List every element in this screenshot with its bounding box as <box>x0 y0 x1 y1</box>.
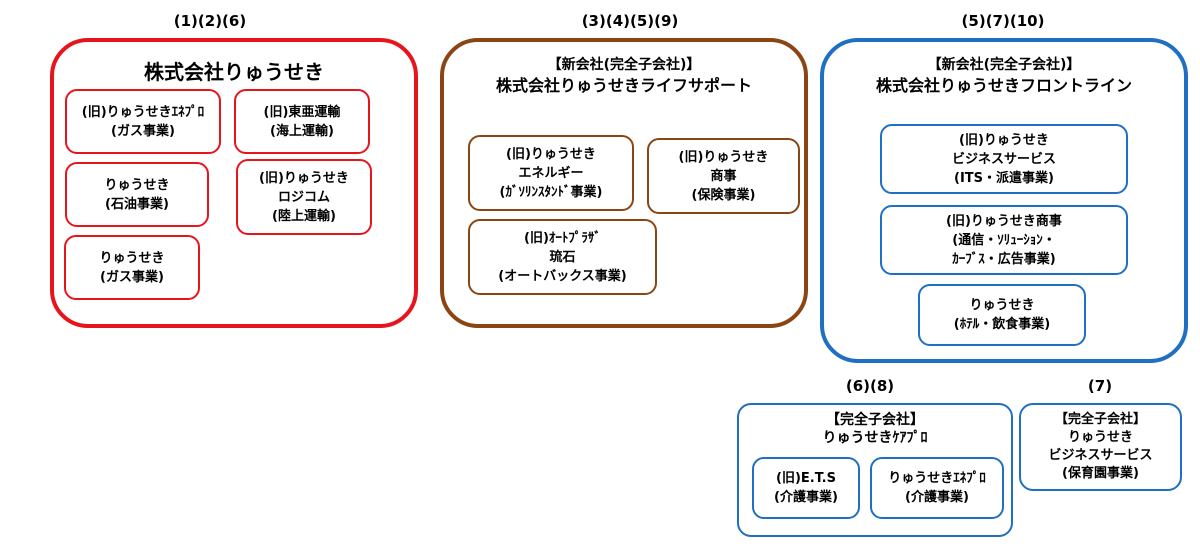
former-autoplaza-line1: (旧)ｵｰﾄﾌﾟﾗｻﾞ <box>524 230 601 246</box>
former-shoji-comm-line2: (通信・ｿﾘｭｰｼｮﾝ・ <box>952 232 1056 248</box>
frontline-box: 【新会社(完全子会社)】 株式会社りゅうせきフロントライン (旧)りゅうせき ビ… <box>820 38 1188 363</box>
group5-label: (7) <box>1087 377 1113 395</box>
ryuseki-gas-business: (ガス事業) <box>100 269 164 285</box>
business-service-line2: ビジネスサービス <box>1048 448 1153 463</box>
former-enepro-gas-business: (ガス事業) <box>111 123 175 139</box>
former-energy-box: (旧)りゅうせき エネルギー (ｶﾞｿﾘﾝｽﾀﾝﾄﾞ事業) <box>468 135 634 211</box>
enepro-care-box: りゅうせきｴﾈﾌﾟﾛ (介護事業) <box>870 457 1004 519</box>
business-service-nursery-box: 【完全子会社】 りゅうせき ビジネスサービス (保育園事業) <box>1019 403 1182 491</box>
former-shoji-insurance-box: (旧)りゅうせき 商事 (保険事業) <box>647 138 800 214</box>
former-shoji-business: (保険事業) <box>691 187 756 203</box>
former-energy-business: (ｶﾞｿﾘﾝｽﾀﾝﾄﾞ事業) <box>499 184 603 200</box>
former-business-service-line2: ビジネスサービス <box>951 151 1056 167</box>
former-shoji-comm-line1: (旧)りゅうせき商事 <box>946 213 1062 229</box>
carepro-subsidiary-tag: 【完全子会社】 <box>826 412 924 428</box>
former-autoplaza-business: (オートバックス事業) <box>498 268 627 284</box>
former-ets-name: (旧)E.T.S <box>776 471 836 486</box>
group1-label: (1)(2)(6) <box>173 12 247 30</box>
former-energy-line1: (旧)りゅうせき <box>506 146 596 162</box>
life-support-title: 株式会社りゅうせきライフサポート <box>495 76 752 95</box>
former-ets-business: (介護事業) <box>774 490 838 505</box>
former-autoplaza-box: (旧)ｵｰﾄﾌﾟﾗｻﾞ 琉石 (オートバックス事業) <box>468 219 657 295</box>
group4-label: (6)(8) <box>845 377 895 395</box>
enepro-care-name: りゅうせきｴﾈﾌﾟﾛ <box>888 471 986 486</box>
former-shoji-comm-box: (旧)りゅうせき商事 (通信・ｿﾘｭｰｼｮﾝ・ ｶｰﾌﾞｽ・広告事業) <box>880 205 1128 275</box>
former-shoji-line1: (旧)りゅうせき <box>678 149 769 165</box>
company-ryuseki-title: 株式会社りゅうせき <box>144 60 324 84</box>
former-toa-unyu-business: (海上運輸) <box>270 123 334 139</box>
ryuseki-oil-business: (石油事業) <box>105 196 169 212</box>
former-business-service-line1: (旧)りゅうせき <box>959 132 1049 148</box>
former-shoji-comm-line3: ｶｰﾌﾞｽ・広告事業) <box>952 251 1056 267</box>
ryuseki-gas-box: りゅうせき (ガス事業) <box>64 235 200 300</box>
former-toa-unyu-name: (旧)東亜運輸 <box>263 104 341 120</box>
ryuseki-hotel-box: りゅうせき (ﾎﾃﾙ・飲食事業) <box>918 284 1086 346</box>
ryuseki-gas-name: りゅうせき <box>99 250 165 266</box>
former-enepro-gas-box: (旧)りゅうせきｴﾈﾌﾟﾛ (ガス事業) <box>65 89 221 154</box>
group2-label: (3)(4)(5)(9) <box>581 12 679 30</box>
former-business-service-box: (旧)りゅうせき ビジネスサービス (ITS・派遣事業) <box>880 124 1128 194</box>
former-ets-box: (旧)E.T.S (介護事業) <box>752 457 860 519</box>
former-logicom-line1: (旧)りゅうせき <box>259 170 349 186</box>
enepro-care-business: (介護事業) <box>905 490 969 505</box>
life-support-box: 【新会社(完全子会社)】 株式会社りゅうせきライフサポート (旧)りゅうせき エ… <box>440 38 808 328</box>
ryuseki-hotel-business: (ﾎﾃﾙ・飲食事業) <box>953 317 1051 332</box>
ryuseki-oil-box: りゅうせき (石油事業) <box>65 162 209 227</box>
former-logicom-box: (旧)りゅうせき ロジコム (陸上運輸) <box>236 159 372 235</box>
frontline-title: 株式会社りゅうせきフロントライン <box>875 76 1132 95</box>
group3-label: (5)(7)(10) <box>961 12 1045 30</box>
ryuseki-oil-name: りゅうせき <box>104 177 170 193</box>
ryuseki-hotel-name: りゅうせき <box>969 298 1035 313</box>
life-support-new-company-tag: 【新会社(完全子会社)】 <box>547 57 701 73</box>
former-energy-line2: エネルギー <box>518 165 584 181</box>
frontline-new-company-tag: 【新会社(完全子会社)】 <box>927 57 1081 73</box>
business-service-subsidiary-tag: 【完全子会社】 <box>1054 412 1146 427</box>
company-ryuseki-box: 株式会社りゅうせき (旧)りゅうせきｴﾈﾌﾟﾛ (ガス事業) (旧)東亜運輸 (… <box>50 38 418 328</box>
former-logicom-business: (陸上運輸) <box>272 208 336 224</box>
former-autoplaza-line2: 琉石 <box>549 249 576 265</box>
business-service-business: (保育園事業) <box>1062 466 1139 481</box>
former-logicom-line2: ロジコム <box>277 189 330 205</box>
former-business-service-business: (ITS・派遣事業) <box>954 170 1054 186</box>
former-enepro-gas-name: (旧)りゅうせきｴﾈﾌﾟﾛ <box>81 104 205 120</box>
carepro-title: りゅうせきｹｱﾌﾟﾛ <box>822 430 928 446</box>
business-service-line1: りゅうせき <box>1067 430 1133 445</box>
former-shoji-line2: 商事 <box>710 168 737 184</box>
former-toa-unyu-box: (旧)東亜運輸 (海上運輸) <box>234 89 370 154</box>
carepro-box: 【完全子会社】 りゅうせきｹｱﾌﾟﾛ (旧)E.T.S (介護事業) りゅうせき… <box>737 403 1013 537</box>
